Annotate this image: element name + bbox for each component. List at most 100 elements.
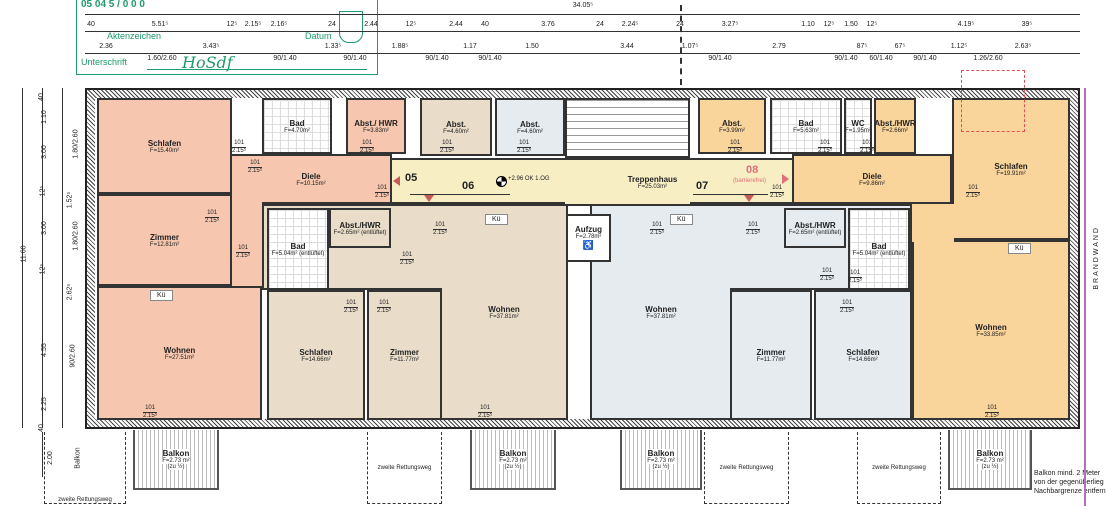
- arrow-left-icon: [393, 176, 400, 186]
- dim-label: 2.63⁵: [1014, 43, 1032, 50]
- dim-line-row3: [85, 53, 1080, 54]
- arrow-down-icon: [744, 195, 754, 202]
- door-width: 101: [236, 245, 251, 253]
- door-height: 2.15⁵: [360, 148, 375, 154]
- room-area: F=27.51m²: [164, 354, 195, 361]
- dim-label: 67⁵: [894, 43, 906, 50]
- room-08-abst[interactable]: Abst.F=3.99m²: [698, 98, 766, 154]
- wheelchair-icon: ♿: [582, 240, 595, 250]
- dim-label: 3.00: [40, 221, 48, 235]
- door-height: 2.15⁵: [746, 230, 761, 236]
- dim-label: 2.79: [772, 43, 786, 50]
- dim-label: 2.16⁵: [270, 21, 288, 28]
- room-area: F=25.03m²: [637, 183, 668, 190]
- room-name: Schlafen: [994, 161, 1028, 171]
- dim-label: 3.43⁵: [202, 43, 220, 50]
- balcony-note: (zu ½): [652, 463, 670, 470]
- room-name: Wohnen: [488, 304, 520, 314]
- dim-label: 90/1.40: [708, 55, 732, 62]
- level-marker-icon: [496, 176, 507, 187]
- dim-label: 24: [596, 21, 604, 28]
- door-height: 2.15⁵: [840, 308, 855, 314]
- room-05-hall: [232, 194, 262, 286]
- axis-line: [680, 5, 683, 85]
- arrow-right-icon: [782, 174, 789, 184]
- dim-label: 2.44: [364, 21, 378, 28]
- dim-label: 2.15⁵: [244, 21, 262, 28]
- dim-line-balcony: [42, 432, 43, 477]
- room-07-abst[interactable]: Abst.F=4.60m²: [495, 98, 565, 156]
- dim-label: 3.00: [40, 145, 48, 159]
- balcony-name: Balkon: [647, 448, 675, 458]
- door-width: 101: [517, 140, 532, 148]
- room-area: F=2.78m²: [575, 234, 602, 240]
- dim-label: 24: [328, 21, 336, 28]
- room-06-abst[interactable]: Abst.F=4.60m²: [420, 98, 492, 156]
- door-height: 2.15⁵: [478, 413, 493, 419]
- arrow-down-icon: [424, 195, 434, 202]
- room-name: Bad: [290, 241, 306, 251]
- room-area: F=14.66m²: [301, 356, 331, 363]
- firewall-label: BRANDWAND: [1093, 226, 1100, 290]
- room-name: Abst./HWR: [794, 220, 836, 230]
- balcony-area: F=2.73 m²: [647, 457, 675, 464]
- dim-label: 1.26/2.60: [973, 55, 1003, 62]
- room-name: Diele: [301, 171, 321, 181]
- door-height: 2.15⁵: [440, 148, 455, 154]
- dim-label: 2.24⁵: [621, 21, 639, 28]
- room-area: F=9.86m²: [859, 180, 885, 187]
- door-width: 101: [478, 405, 493, 413]
- door-width: 101: [746, 222, 761, 230]
- room-area: F=15.40m²: [149, 147, 180, 154]
- door-width: 101: [248, 160, 263, 168]
- dim-label: 1.17: [463, 43, 477, 50]
- room-area: F=19.91m²: [996, 170, 1026, 177]
- room-area: F=14.66m²: [848, 356, 878, 363]
- room-name: Zimmer: [390, 347, 419, 357]
- room-name: Wohnen: [163, 345, 196, 355]
- room-area: F=3.99m²: [719, 127, 745, 134]
- signature-line: [147, 69, 367, 70]
- balcony-note: (zu ½): [504, 463, 522, 470]
- unit-number-08: 08: [746, 164, 759, 176]
- door-width: 101: [860, 140, 875, 148]
- room-area: F=11.77m²: [390, 356, 419, 363]
- room-name: Wohnen: [975, 322, 1007, 332]
- escape-route-07b: zweite Rettungsweg: [857, 432, 941, 504]
- dim-label: 1.50: [844, 21, 858, 28]
- dim-label: 12⁵: [39, 263, 47, 275]
- dim-label: 12⁵: [823, 21, 835, 28]
